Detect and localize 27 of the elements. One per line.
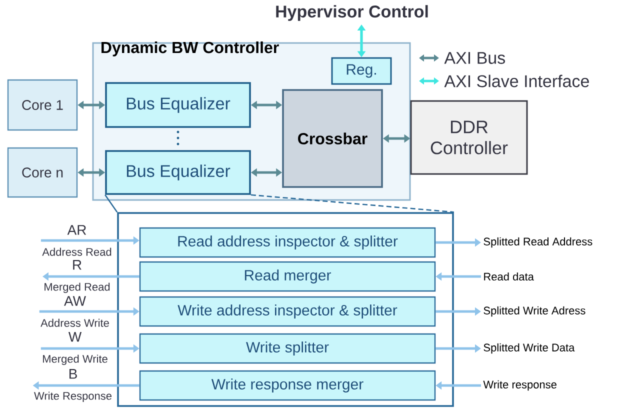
stage-box: Write response merger xyxy=(139,370,436,401)
ddr-controller-box: DDR Controller xyxy=(410,100,528,175)
core-box: Core n xyxy=(7,147,78,198)
signal-label: AR Address Read xyxy=(42,225,112,256)
signal-text: Read data xyxy=(484,272,534,281)
stage-box: Read merger xyxy=(139,261,436,292)
bus-equalizer-box: Bus Equalizer xyxy=(105,150,251,195)
stage-box: Read address inspector & splitter xyxy=(139,227,436,258)
core-box: Core 1 xyxy=(7,79,78,131)
signal-label: AW Address Write xyxy=(40,296,109,327)
bus-equalizer-box: Bus Equalizer xyxy=(105,82,251,128)
legend-text: AXI Bus xyxy=(444,52,505,64)
signal-text: Splitted Write Adress xyxy=(484,306,586,317)
stage-box: Write splitter xyxy=(139,333,436,364)
signal-text: Splitted Write Data xyxy=(484,343,575,354)
connector-line xyxy=(250,194,454,213)
heading-text: Hypervisor Control xyxy=(276,5,428,21)
stage-box: Write address inspector & splitter xyxy=(139,296,436,327)
connector-line xyxy=(104,194,118,212)
signal-text: Splitted Read Address xyxy=(484,237,592,248)
signal-label: B Write Response xyxy=(34,369,112,402)
crossbar-box: Crossbar xyxy=(282,89,383,188)
signal-text: Write response xyxy=(483,380,556,391)
signal-label: W Merged Write xyxy=(43,332,108,365)
legend-text: AXI Slave Interface xyxy=(444,74,589,88)
register-box: Reg. xyxy=(331,57,392,85)
signal-label: R Merged Read xyxy=(44,260,110,293)
